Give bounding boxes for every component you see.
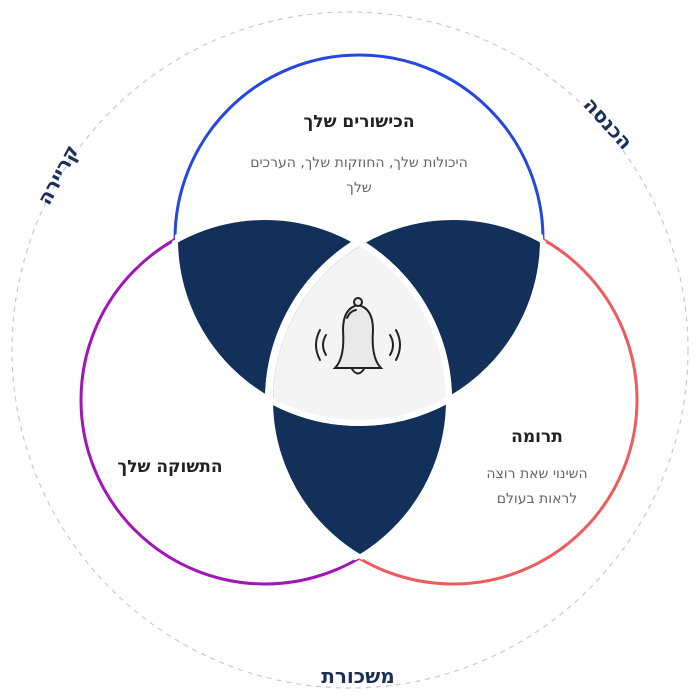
contribution-desc-line1: השינוי שאת רוצה <box>486 466 587 482</box>
outer-label-income: הכנסה <box>579 92 638 154</box>
outer-label-salary: משכורת <box>321 664 395 688</box>
outer-dashed-ring <box>11 11 689 689</box>
bell-ringing-icon <box>315 297 401 375</box>
skills-title: הכישורים שלך <box>303 112 414 132</box>
passion-title: התשוקה שלך <box>117 457 222 477</box>
contribution-title: תרומה <box>511 427 563 447</box>
contribution-desc-line2: לראות בעולם <box>497 491 578 507</box>
skills-desc-line1: היכולות שלך, החוזקות שלך, הערכים <box>250 155 468 171</box>
skills-desc-line2: שלך <box>346 180 371 196</box>
outer-label-career: קריירה <box>32 141 83 209</box>
